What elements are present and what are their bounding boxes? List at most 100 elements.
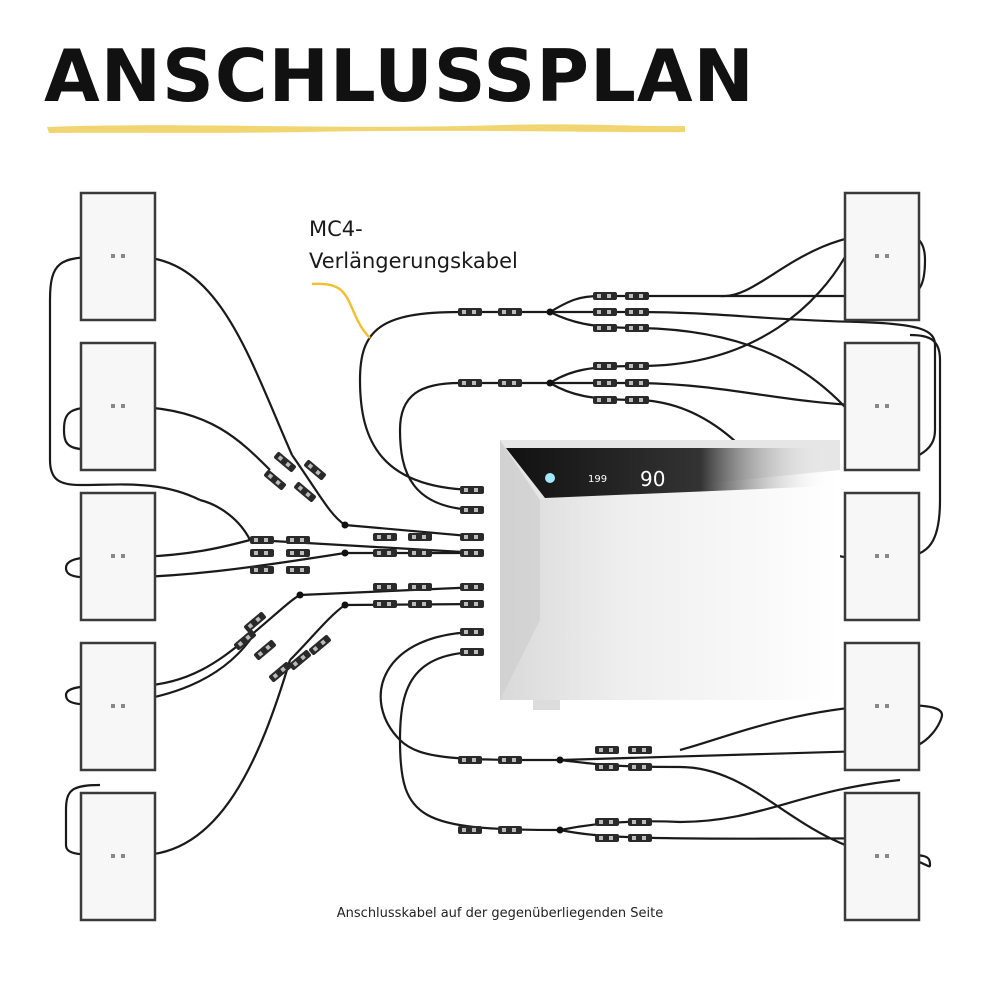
cable-right-top-b <box>550 310 937 472</box>
mc4-right-extension-lower-4 <box>498 826 522 834</box>
mc4-left-branch-5 <box>250 566 274 574</box>
mc4-inverter-port-1 <box>460 486 484 494</box>
mc4-inverter-port-8 <box>460 648 484 656</box>
mc4-left-branch-lower-5 <box>269 662 291 682</box>
mc4-inverter-port-3 <box>460 533 484 541</box>
solar-panel-left-2 <box>79 341 157 472</box>
y-junction-5 <box>546 308 554 316</box>
mc4-right-branch-lower-8 <box>628 834 652 842</box>
mc4-right-branch-lower-6 <box>628 818 652 826</box>
solar-panel-left-5 <box>79 791 157 922</box>
status-led-icon <box>545 473 555 483</box>
cable-right-top-a <box>549 231 927 313</box>
mc4-right-branch-upper-10 <box>625 379 649 387</box>
inverter-display-panel <box>506 448 830 498</box>
y-junction-3 <box>296 591 304 599</box>
mc4-right-extension-4 <box>498 379 522 387</box>
mc4-left-branch-lower-1 <box>244 612 266 632</box>
mc4-left-extension-4 <box>408 549 432 557</box>
mc4-left-branch-lower-6 <box>254 640 276 660</box>
mc4-right-branch-upper-3 <box>593 308 617 316</box>
connectors <box>234 292 652 842</box>
mc4-right-extension-2 <box>498 308 522 316</box>
mc4-right-branch-upper-1 <box>593 292 617 300</box>
mc4-right-branch-lower-1 <box>595 746 619 754</box>
mc4-inverter-port-7 <box>460 628 484 636</box>
mc4-inverter-port-2 <box>460 506 484 514</box>
inverter-unit: 199 90 <box>500 440 840 710</box>
y-junction-6 <box>546 379 554 387</box>
cable-y1-inverter <box>291 454 481 539</box>
solar-panel-left-4 <box>79 641 157 772</box>
solar-panel-right-3 <box>843 491 921 622</box>
cable-right-mid-a <box>549 256 846 384</box>
caption: Anschlusskabel auf der gegenüberliegende… <box>336 906 664 921</box>
mc4-left-branch-lower-2 <box>234 630 256 650</box>
mc4-left-extension-2 <box>408 533 432 541</box>
mc4-left-extension-7 <box>373 600 397 608</box>
mc4-left-extension-6 <box>408 583 432 591</box>
y-junction-4 <box>341 601 349 609</box>
mc4-inverter-port-6 <box>460 600 484 608</box>
mc4-right-extension-3 <box>458 379 482 387</box>
cable-right-loop-1 <box>899 333 942 559</box>
cable-left-cross <box>199 498 251 541</box>
cable-loop-left-1 <box>48 255 201 501</box>
mc4-inverter-port-5 <box>460 583 484 591</box>
solar-panel-right-1 <box>843 191 921 322</box>
mc4-right-branch-upper-2 <box>625 292 649 300</box>
mc4-left-branch-upper-4 <box>264 470 286 490</box>
mc4-right-extension-lower-2 <box>498 756 522 764</box>
inverter-display-value: 199 <box>588 474 607 485</box>
mc4-right-branch-upper-6 <box>625 324 649 332</box>
cable-label-line1: MC4- <box>309 217 363 241</box>
solar-panels <box>79 191 921 922</box>
title-underline <box>47 124 685 133</box>
y-junction-7 <box>556 756 564 764</box>
solar-panel-right-5 <box>843 791 921 922</box>
mc4-right-branch-upper-12 <box>625 396 649 404</box>
cable-label-line2: Verlängerungskabel <box>309 249 518 273</box>
mc4-right-branch-lower-2 <box>628 746 652 754</box>
cable-left-p2-out <box>139 405 271 471</box>
annotation-pointer <box>311 282 371 339</box>
cable-left-p3-out <box>139 538 251 559</box>
mc4-left-extension-3 <box>373 549 397 557</box>
y-junction-2 <box>341 549 349 557</box>
inverter-display-reading: 90 <box>640 467 665 491</box>
mc4-right-extension-lower-1 <box>458 756 482 764</box>
mc4-right-extension-lower-3 <box>458 826 482 834</box>
mc4-right-branch-upper-7 <box>593 362 617 370</box>
mc4-left-branch-3 <box>250 549 274 557</box>
mc4-left-branch-upper-3 <box>294 482 316 502</box>
mc4-inverter-port-4 <box>460 549 484 557</box>
cable-annotation: MC4- Verlängerungskabel <box>309 217 518 339</box>
mc4-right-branch-lower-7 <box>595 834 619 842</box>
mc4-left-branch-1 <box>250 536 274 544</box>
mc4-right-branch-lower-4 <box>628 763 652 771</box>
solar-panel-right-2 <box>843 341 921 472</box>
mc4-right-branch-upper-5 <box>593 324 617 332</box>
mc4-right-extension-1 <box>458 308 482 316</box>
mc4-left-branch-4 <box>286 549 310 557</box>
cable-right-top-c <box>549 311 846 408</box>
cable-y3-inverter <box>244 585 481 641</box>
mc4-right-branch-upper-9 <box>593 379 617 387</box>
cable-extension-2 <box>398 381 550 512</box>
mc4-left-branch-2 <box>286 536 310 544</box>
mc4-right-branch-lower-5 <box>595 818 619 826</box>
y-junction-1 <box>341 521 349 529</box>
mc4-left-branch-upper-2 <box>304 460 326 480</box>
solar-panel-right-4 <box>843 641 921 772</box>
cable-left-p1-out <box>139 255 294 456</box>
mc4-right-branch-upper-11 <box>593 396 617 404</box>
mc4-left-extension-1 <box>373 533 397 541</box>
mc4-left-branch-lower-4 <box>309 635 331 655</box>
mc4-left-branch-upper-1 <box>274 452 296 472</box>
cable-left-p5-out <box>139 659 292 857</box>
mc4-left-extension-8 <box>408 600 432 608</box>
cable-y4-inverter <box>289 602 481 661</box>
y-junction-8 <box>556 826 564 834</box>
page-title: ANSCHLUSSPLAN <box>44 34 755 118</box>
